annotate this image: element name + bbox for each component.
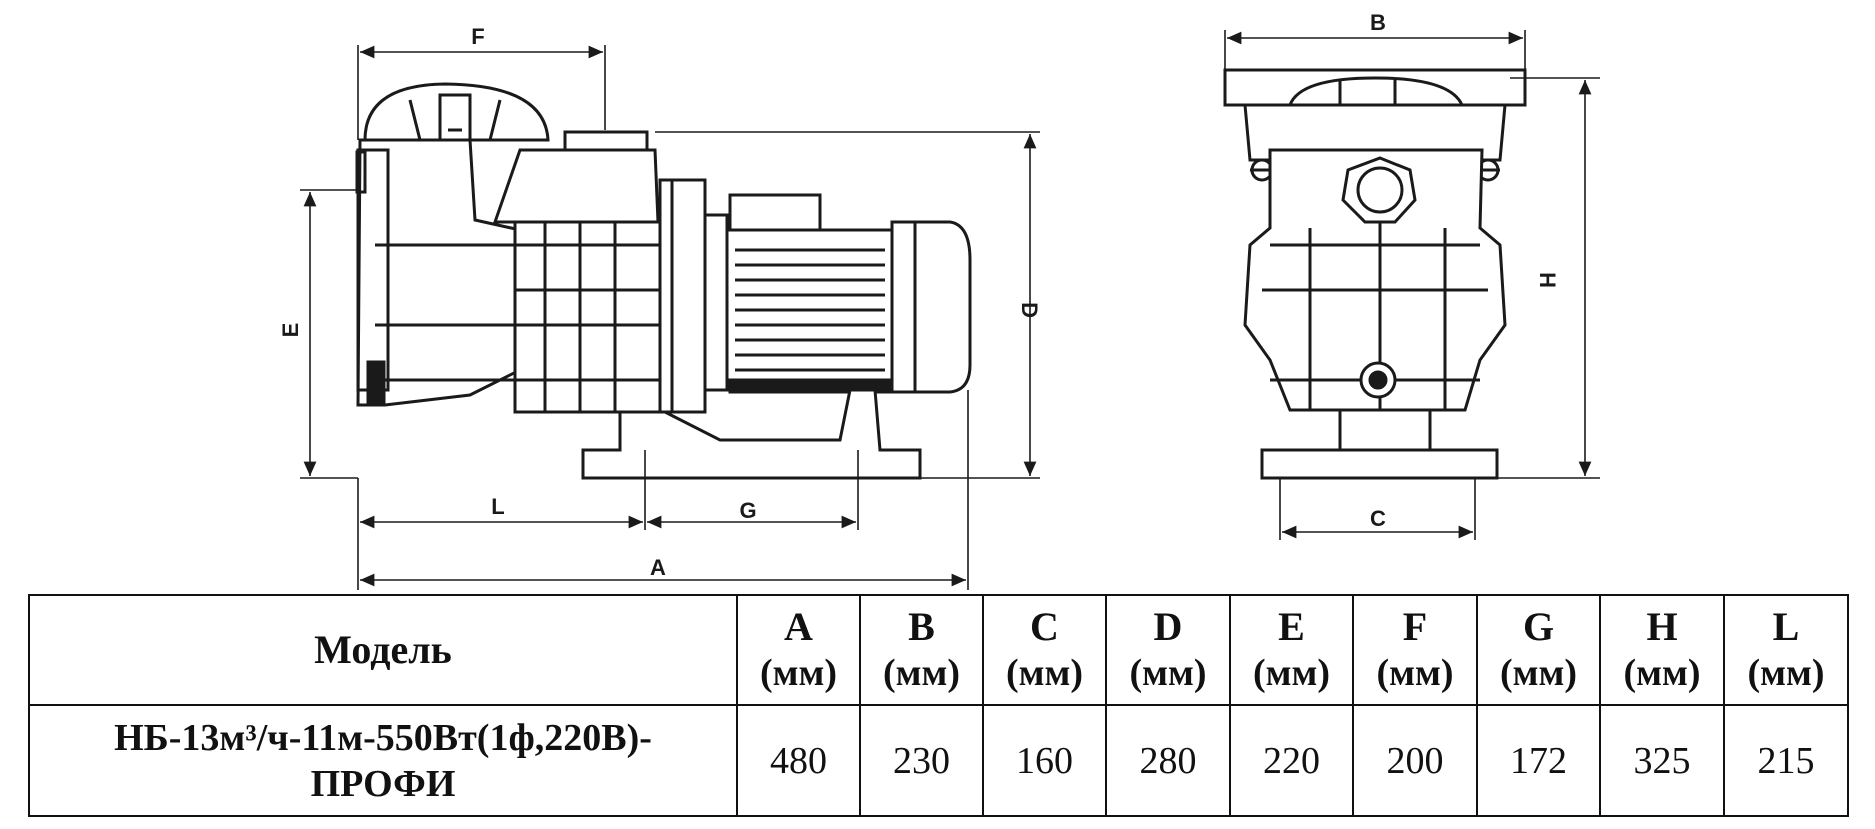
col-header-g: G(мм) xyxy=(1476,594,1601,706)
motor-icon xyxy=(725,193,972,394)
model-name-line2: ПРОФИ xyxy=(310,762,456,805)
model-header: Модель xyxy=(28,594,738,706)
col-unit: (мм) xyxy=(759,652,838,694)
value-e: 220 xyxy=(1229,704,1354,817)
label-G: G xyxy=(739,498,756,523)
col-unit: (мм) xyxy=(1129,652,1207,694)
col-unit: (мм) xyxy=(1252,652,1331,694)
side-view-dimensions xyxy=(300,45,1040,590)
value-h: 325 xyxy=(1599,704,1725,817)
label-H: H xyxy=(1535,272,1560,288)
col-header-e: E(мм) xyxy=(1229,594,1354,706)
pump-housing-icon xyxy=(492,130,729,414)
table-row: НБ-13м³/ч-11м-550Вт(1ф,220В)-ПРОФИ 480 2… xyxy=(28,704,1849,817)
label-L: L xyxy=(491,494,504,519)
col-header-l: L(мм) xyxy=(1723,594,1849,706)
label-F: F xyxy=(471,24,484,49)
front-body-icon xyxy=(1243,103,1507,412)
col-letter: B xyxy=(908,604,935,649)
col-header-b: B(мм) xyxy=(859,594,984,706)
dimensions-table: Модель A(мм) B(мм) C(мм) D(мм) E(мм) F(м… xyxy=(28,594,1849,817)
col-letter: A xyxy=(784,604,813,649)
col-header-a: A(мм) xyxy=(736,594,861,706)
col-header-c: C(мм) xyxy=(982,594,1107,706)
label-B: B xyxy=(1370,10,1386,35)
col-letter: L xyxy=(1772,604,1800,649)
front-view xyxy=(1223,68,1527,480)
value-a: 480 xyxy=(736,704,861,817)
label-E: E xyxy=(278,323,303,338)
value-g: 172 xyxy=(1476,704,1601,817)
col-unit: (мм) xyxy=(1499,652,1578,694)
col-unit: (мм) xyxy=(1005,652,1084,694)
value-b: 230 xyxy=(859,704,984,817)
col-letter: G xyxy=(1522,604,1555,649)
col-letter: C xyxy=(1030,604,1059,649)
value-c: 160 xyxy=(982,704,1107,817)
front-lid-icon xyxy=(1223,68,1527,107)
col-letter: E xyxy=(1278,604,1305,649)
front-base-icon xyxy=(1260,408,1499,480)
pump-base-icon xyxy=(581,388,922,480)
col-header-f: F(мм) xyxy=(1352,594,1478,706)
col-header-d: D(мм) xyxy=(1105,594,1231,706)
table-header-row: Модель A(мм) B(мм) C(мм) D(мм) E(мм) F(м… xyxy=(28,594,1849,706)
strainer-body-icon xyxy=(355,138,522,407)
label-A: A xyxy=(650,555,666,580)
col-letter: H xyxy=(1646,604,1678,649)
pump-dimension-drawing: F E D L G A xyxy=(278,10,1600,590)
col-unit: (мм) xyxy=(1376,652,1454,694)
value-l: 215 xyxy=(1723,704,1849,817)
value-d: 280 xyxy=(1105,704,1231,817)
col-letter: D xyxy=(1153,604,1183,649)
side-view xyxy=(355,82,972,480)
model-name-line1: НБ-13м³/ч-11м-550Вт(1ф,220В)- xyxy=(114,716,652,759)
col-unit: (мм) xyxy=(882,652,961,694)
label-C: C xyxy=(1370,506,1386,531)
col-unit: (мм) xyxy=(1747,652,1825,694)
col-header-h: H(мм) xyxy=(1599,594,1725,706)
value-f: 200 xyxy=(1352,704,1478,817)
label-D: D xyxy=(1017,302,1042,318)
front-view-dimensions xyxy=(1224,30,1600,540)
col-letter: F xyxy=(1402,604,1428,649)
model-name-cell: НБ-13м³/ч-11м-550Вт(1ф,220В)-ПРОФИ xyxy=(28,704,738,817)
col-unit: (мм) xyxy=(1623,652,1701,694)
